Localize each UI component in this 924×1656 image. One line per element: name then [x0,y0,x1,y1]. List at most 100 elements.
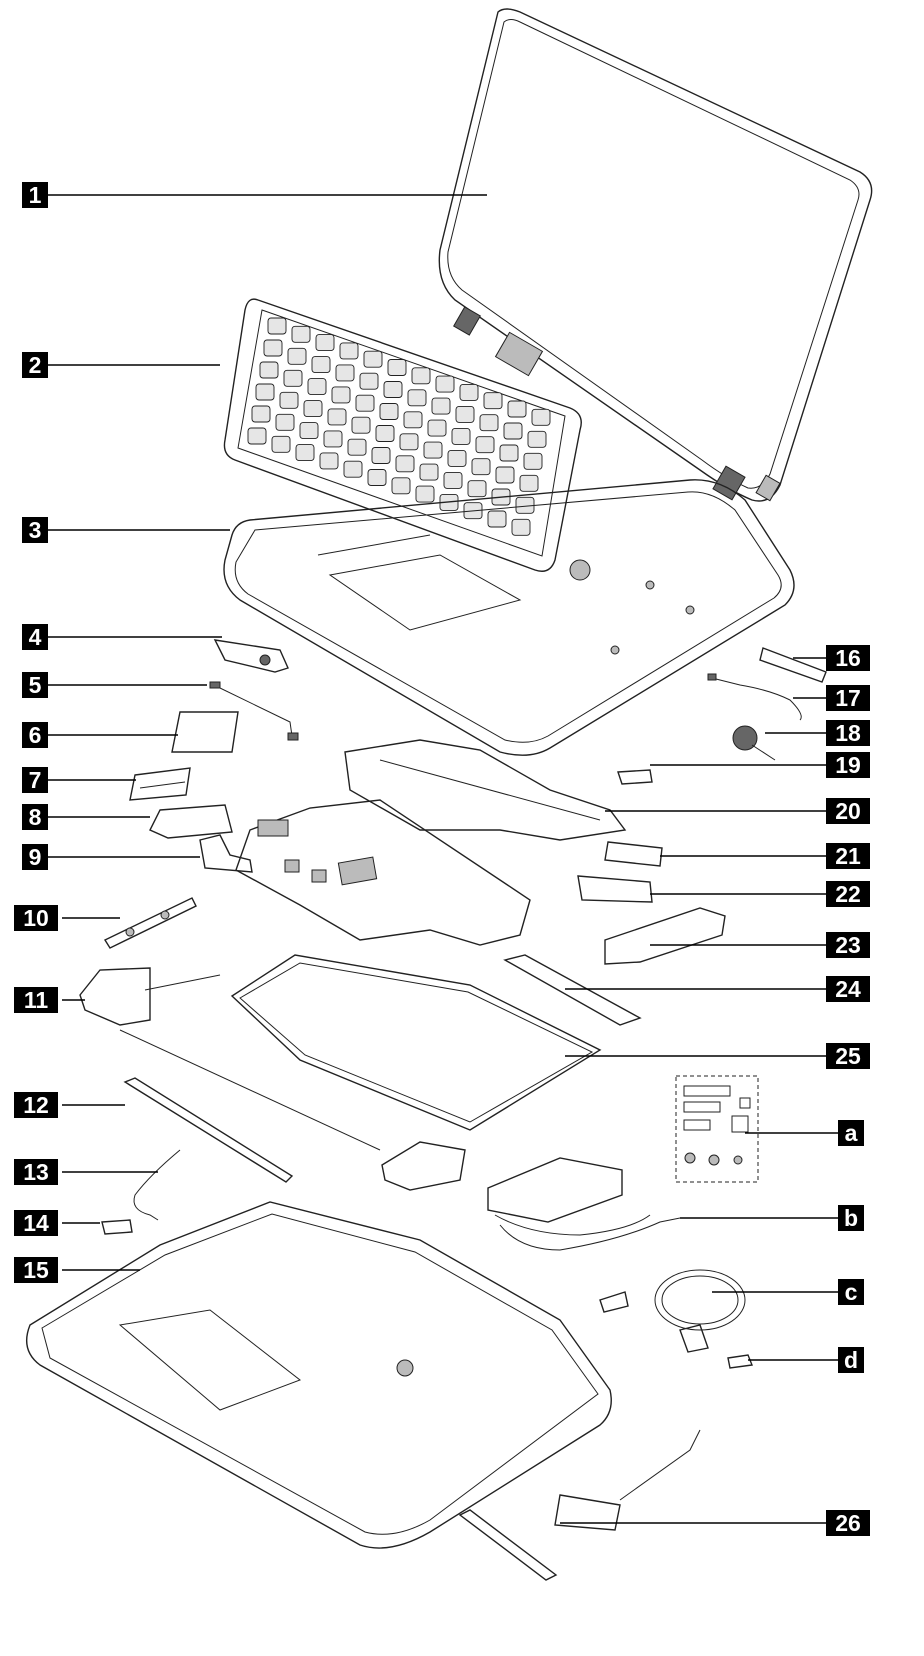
part-10 [103,897,197,949]
callout-7-label: 7 [22,767,48,793]
callout-21: 21 [826,843,870,869]
callout-2-label: 2 [22,352,48,378]
callout-1: 1 [22,182,48,208]
keyboard-key [487,510,507,528]
keyboard-key [315,334,335,352]
callout-3-label: 3 [22,517,48,543]
keyboard-key [507,400,527,418]
keyboard-key [271,435,291,453]
keyboard-key [403,411,423,429]
part-22 [577,875,653,903]
callout-4-label: 4 [22,624,48,650]
keyboard-key [511,518,531,536]
callout-20: 20 [826,798,870,824]
keyboard-key [323,430,343,448]
callout-11-label: 11 [14,987,58,1013]
part-5 [209,681,299,741]
part-26 [458,1429,701,1581]
callout-12-label: 12 [14,1092,58,1118]
keyboard-key [287,347,307,365]
callout-20-label: 20 [826,798,870,824]
part-23 [604,907,726,965]
callout-19: 19 [826,752,870,778]
base-cover-part [26,1201,612,1549]
keyboard-key [407,389,427,407]
keyboard-key [459,383,479,401]
keyboard-key [399,433,419,451]
callout-16: 16 [826,645,870,671]
keyboard-key [435,375,455,393]
callout-1-label: 1 [22,182,48,208]
power-cord-part [599,1269,746,1353]
keyboard-key [531,408,551,426]
callout-22-label: 22 [826,881,870,907]
callout-6: 6 [22,722,48,748]
keyboard-key [527,430,547,448]
keyboard-key [379,403,399,420]
part-4 [213,639,289,673]
callout-22: 22 [826,881,870,907]
keyboard-key [503,422,523,440]
keyboard-key [303,400,323,418]
keyboard-key [387,359,407,376]
keyboard-key [431,397,451,415]
callout-17: 17 [826,685,870,711]
keyboard-key [483,392,503,410]
keyboard-key [275,413,295,431]
keyboard-key [327,408,347,426]
callout-18: 18 [826,720,870,746]
part-16 [759,647,827,683]
keyboard-key [255,383,275,401]
part-6 [171,711,239,753]
keyboard-key [383,381,403,398]
callout-b: b [838,1205,864,1231]
battery-part [230,954,602,1131]
keyboard-key [451,427,471,445]
callout-24: 24 [826,976,870,1002]
keyboard-key [447,449,467,467]
callout-10-label: 10 [14,905,58,931]
keyboard-key [411,367,431,385]
part-8 [149,804,233,839]
keyboard-key [299,422,319,440]
callout-21-label: 21 [826,843,870,869]
callout-5: 5 [22,672,48,698]
keyboard-key [499,444,519,462]
keyboard-key [319,452,339,470]
keyboard-key [443,471,463,489]
callout-17-label: 17 [826,685,870,711]
keyboard-part [223,298,582,572]
keyboard-key [355,394,375,412]
keyboard-key [419,463,439,481]
callout-4: 4 [22,624,48,650]
keyboard-key [495,466,515,484]
callout-b-label: b [838,1205,864,1231]
callout-d-label: d [838,1347,864,1373]
keyboard-key [471,458,491,476]
callout-18-label: 18 [826,720,870,746]
callout-3: 3 [22,517,48,543]
keyboard-key [523,452,543,470]
callout-26-label: 26 [826,1510,870,1536]
keyboard-key [475,436,495,454]
callout-6-label: 6 [22,722,48,748]
callout-15-label: 15 [14,1257,58,1283]
ac-adapter-part [487,1157,681,1251]
lcd-unit-part [438,8,873,502]
keyboard-key [343,460,363,478]
callout-16-label: 16 [826,645,870,671]
keyboard-key [263,339,283,357]
keyboard-key [519,474,539,492]
part-14 [101,1219,133,1235]
callout-25-label: 25 [826,1043,870,1069]
keyboard-key [423,441,443,459]
callout-8-label: 8 [22,804,48,830]
callout-14: 14 [14,1210,58,1236]
screw-kit-part [675,1075,759,1183]
part-7 [129,767,191,801]
callout-23-label: 23 [826,932,870,958]
callout-8: 8 [22,804,48,830]
keyboard-key [467,480,487,498]
pen-part [123,1077,294,1183]
